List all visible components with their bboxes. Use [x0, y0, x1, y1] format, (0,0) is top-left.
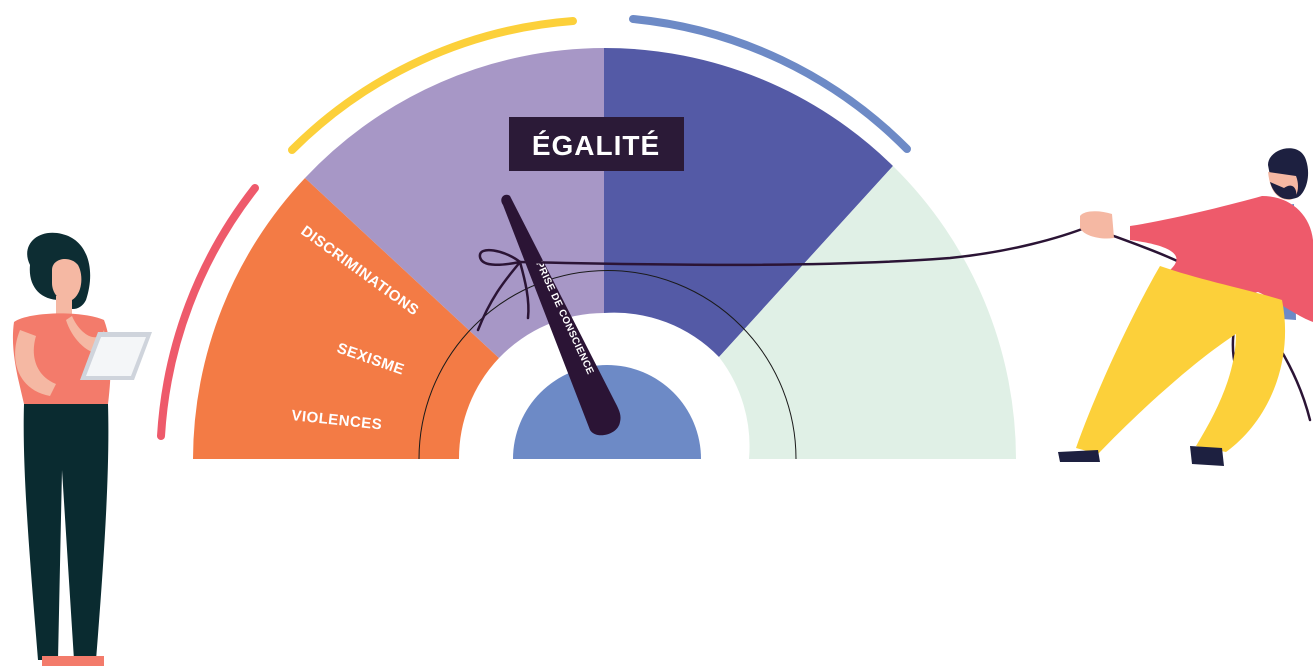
outer-arc-red	[157, 184, 259, 440]
inner-thin-arc	[418, 270, 797, 460]
outer-arc-yellow	[288, 17, 577, 154]
segment-orange	[193, 178, 499, 459]
title-box	[509, 117, 684, 171]
title-egalite: ÉGALITÉ	[532, 130, 660, 161]
man-pulling-rope	[1058, 148, 1313, 466]
outer-arc-blue	[629, 15, 911, 153]
woman-with-tablet	[12, 232, 152, 666]
segment-mint	[719, 166, 1016, 459]
